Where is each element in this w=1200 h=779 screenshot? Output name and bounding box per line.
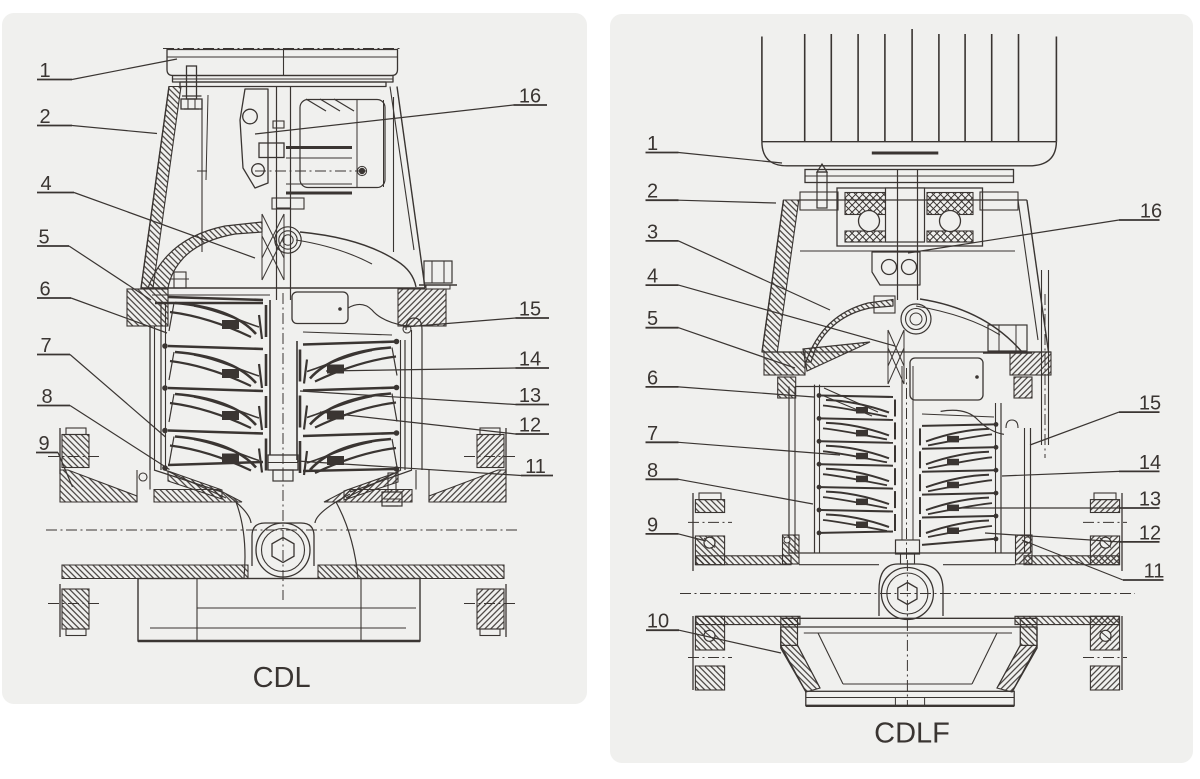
svg-text:15: 15 [1139, 393, 1161, 415]
svg-text:8: 8 [647, 460, 658, 482]
svg-text:9: 9 [647, 514, 658, 536]
svg-text:1: 1 [39, 60, 50, 82]
svg-text:8: 8 [41, 386, 52, 408]
svg-text:4: 4 [647, 266, 658, 288]
svg-text:13: 13 [1139, 489, 1161, 511]
svg-text:6: 6 [39, 279, 50, 301]
svg-text:11: 11 [525, 456, 546, 478]
svg-text:16: 16 [519, 86, 541, 108]
svg-text:2: 2 [39, 106, 50, 128]
svg-text:6: 6 [647, 367, 658, 389]
svg-text:3: 3 [647, 221, 658, 243]
svg-text:7: 7 [647, 423, 658, 445]
svg-text:2: 2 [647, 181, 658, 203]
svg-text:13: 13 [519, 385, 541, 407]
svg-text:12: 12 [1139, 522, 1161, 544]
svg-text:11: 11 [1144, 561, 1165, 583]
svg-text:16: 16 [1140, 201, 1162, 223]
svg-text:9: 9 [38, 433, 49, 455]
svg-text:14: 14 [1139, 452, 1161, 474]
svg-text:5: 5 [647, 308, 658, 330]
svg-text:1: 1 [647, 133, 658, 155]
svg-text:14: 14 [519, 349, 541, 371]
svg-text:CDLF: CDLF [874, 718, 950, 750]
svg-text:CDL: CDL [253, 662, 311, 694]
svg-text:15: 15 [519, 299, 541, 321]
svg-text:7: 7 [40, 335, 51, 357]
svg-text:10: 10 [647, 611, 669, 633]
svg-text:5: 5 [38, 227, 49, 249]
svg-text:12: 12 [519, 415, 541, 437]
svg-text:4: 4 [40, 173, 51, 195]
